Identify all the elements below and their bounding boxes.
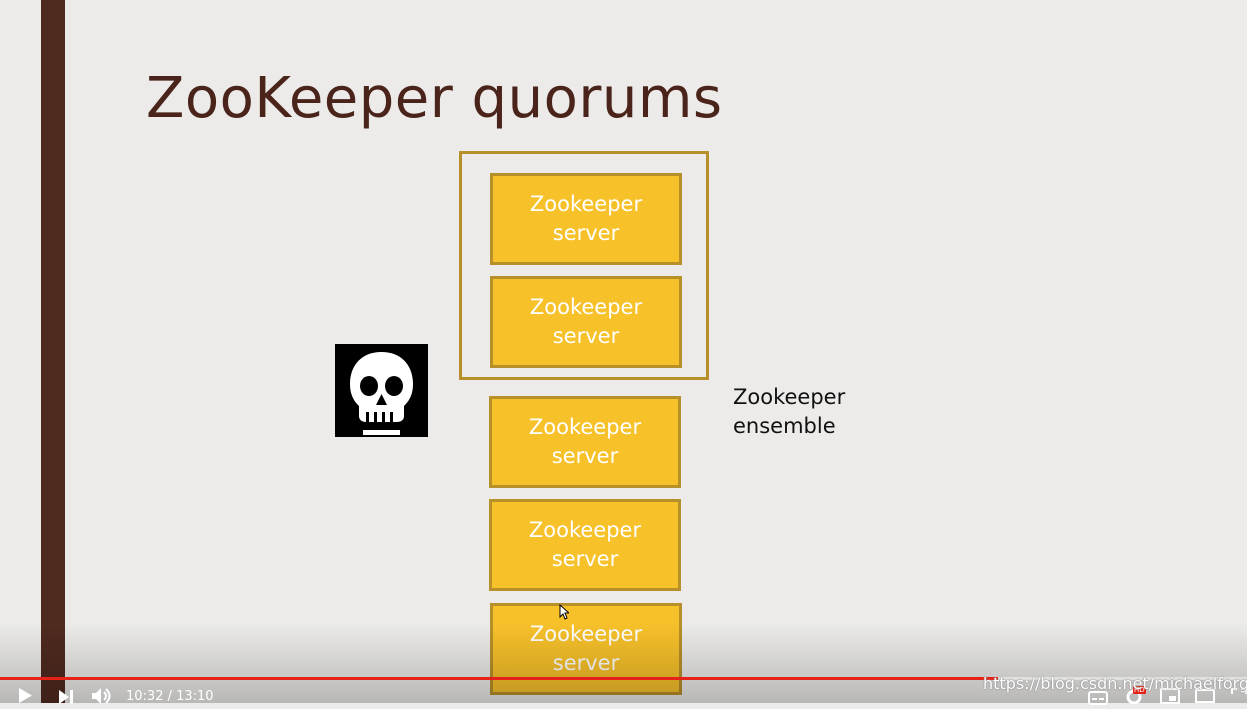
zookeeper-server-5: Zookeeper server [490,603,682,695]
server-label-line1: Zookeeper [529,295,643,319]
fullscreen-icon[interactable] [1231,688,1247,708]
server-label-line2: server [552,324,620,348]
ensemble-label-line2: ensemble [733,414,836,438]
zookeeper-server-3: Zookeeper server [489,396,681,488]
ensemble-label-line1: Zookeeper [733,385,846,409]
play-icon[interactable] [17,688,33,707]
zookeeper-server-2: Zookeeper server [490,276,682,368]
slide-accent-bar [41,0,65,703]
server-label-line2: server [551,444,619,468]
mouse-cursor-icon [559,603,571,624]
zookeeper-server-1: Zookeeper server [490,173,682,265]
progress-played[interactable] [0,677,998,680]
slide-title: ZooKeeper quorums [146,66,723,131]
server-label-line1: Zookeeper [528,518,642,542]
watermark-url: https://blog.csdn.net/michaelforgood [983,674,1247,693]
server-label-line2: server [551,547,619,571]
time-display: 10:32 / 13:10 [126,689,214,704]
volume-icon[interactable] [91,688,113,708]
server-label-line1: Zookeeper [529,622,643,646]
server-label-line2: server [552,651,620,675]
skull-icon [335,344,428,437]
server-label-line1: Zookeeper [529,192,643,216]
next-icon[interactable] [58,689,74,708]
ensemble-label: Zookeeper ensemble [733,383,845,441]
ensemble-box [459,151,709,380]
server-label-line2: server [552,221,620,245]
hd-badge: HD [1133,686,1146,694]
theater-icon[interactable] [1195,688,1215,708]
zookeeper-server-4: Zookeeper server [489,499,681,591]
server-label-line1: Zookeeper [528,415,642,439]
